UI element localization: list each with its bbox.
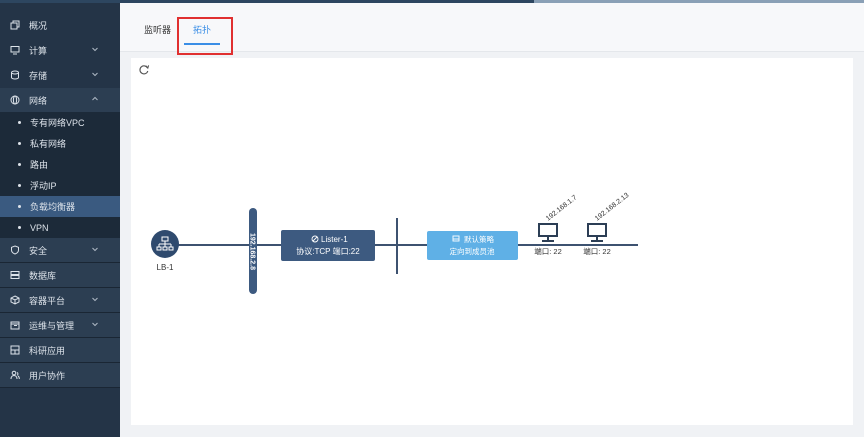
calendar-icon	[10, 320, 20, 330]
active-tab-indicator	[184, 43, 220, 45]
sidebar: 概况 计算 存储 网络 专有网络VPC 私有网络 路由 浮动IP 负载均衡器 V…	[0, 3, 120, 437]
bullet-icon	[18, 226, 21, 229]
sidebar-subitem-label: 浮动IP	[30, 181, 57, 191]
topology-diagram: LB-1 192.168.2.8 Lister-1 协议:TCP 端口:22 默…	[139, 65, 638, 294]
sidebar-item-security[interactable]: 安全	[0, 238, 120, 262]
sidebar-subitem-vpc[interactable]: 专有网络VPC	[0, 112, 120, 133]
member-node-2[interactable]	[587, 223, 607, 242]
top-bar	[0, 0, 864, 3]
member-port-1: 端口: 22	[534, 246, 562, 256]
member-ip-1: 192.168.1.7	[545, 194, 579, 222]
member-node-1[interactable]	[538, 223, 558, 242]
tab-topology[interactable]: 拓扑	[193, 25, 212, 35]
vip-bar[interactable]	[249, 208, 257, 294]
vip-label: 192.168.2.8	[249, 233, 256, 270]
sidebar-subitem-label: VPN	[30, 222, 49, 233]
sidebar-subitem-vpn[interactable]: VPN	[0, 217, 120, 238]
tab-bar: 监听器 拓扑	[120, 3, 864, 55]
sidebar-subitem-private-network[interactable]: 私有网络	[0, 133, 120, 154]
sidebar-item-label: 用户协作	[29, 370, 66, 381]
ban-icon	[311, 235, 319, 243]
sidebar-item-ops-management[interactable]: 运维与管理	[0, 313, 120, 337]
top-bar-accent	[534, 0, 864, 3]
highlight-annotation	[177, 17, 233, 55]
users-icon	[10, 370, 20, 380]
sidebar-item-label: 科研应用	[29, 345, 66, 356]
sidebar-item-storage[interactable]: 存储	[0, 63, 120, 87]
sidebar-subitem-load-balancer[interactable]: 负载均衡器	[0, 196, 120, 217]
sidebar-item-research-apps[interactable]: 科研应用	[0, 338, 120, 362]
lb-label: LB-1	[157, 263, 174, 272]
chevron-up-icon	[92, 96, 98, 101]
monitor-icon	[538, 223, 558, 242]
member-ip-2: 192.168.2.13	[594, 192, 631, 223]
sidebar-item-network[interactable]: 网络	[0, 88, 120, 112]
cube-icon	[10, 295, 20, 305]
monitor-icon	[10, 45, 20, 55]
listener-name: Lister-1	[321, 235, 348, 244]
sidebar-subitem-floating-ip[interactable]: 浮动IP	[0, 175, 120, 196]
sidebar-item-label: 容器平台	[29, 295, 66, 306]
listener-node[interactable]	[281, 230, 375, 261]
bullet-icon	[18, 184, 21, 187]
sidebar-item-compute[interactable]: 计算	[0, 38, 120, 62]
main-content: 监听器 拓扑	[120, 3, 864, 437]
inbox-icon	[452, 235, 460, 242]
refresh-icon[interactable]	[139, 65, 150, 75]
policy-node[interactable]	[427, 231, 518, 260]
app-icon	[10, 345, 20, 355]
sidebar-item-label: 网络	[29, 95, 48, 106]
chevron-down-icon	[92, 247, 98, 252]
chevron-down-icon	[92, 322, 98, 327]
sidebar-item-label: 运维与管理	[29, 320, 75, 331]
sidebar-item-container-platform[interactable]: 容器平台	[0, 288, 120, 312]
lb-node[interactable]	[151, 230, 179, 258]
tab-listeners[interactable]: 监听器	[144, 25, 172, 35]
sidebar-item-label: 安全	[29, 245, 48, 256]
sidebar-item-database[interactable]: 数据库	[0, 263, 120, 287]
copy-icon	[10, 20, 20, 30]
divider	[0, 362, 120, 363]
member-port-2: 端口: 22	[583, 246, 611, 256]
bullet-icon	[18, 205, 21, 208]
chevron-down-icon	[92, 297, 98, 302]
database-icon	[10, 70, 20, 80]
shield-icon	[10, 245, 20, 255]
policy-name: 默认策略	[464, 234, 494, 244]
sidebar-subitem-router[interactable]: 路由	[0, 154, 120, 175]
globe-icon	[10, 95, 20, 105]
server-icon	[10, 270, 20, 280]
sidebar-subitem-label: 专有网络VPC	[30, 118, 85, 128]
sidebar-item-label: 存储	[29, 70, 48, 81]
topology-panel: LB-1 192.168.2.8 Lister-1 协议:TCP 端口:22 默…	[131, 58, 853, 425]
network-icon	[156, 236, 174, 251]
bullet-icon	[18, 142, 21, 145]
sidebar-item-user-collaboration[interactable]: 用户协作	[0, 363, 120, 387]
sidebar-subitem-label: 负载均衡器	[30, 202, 76, 212]
sidebar-item-overview[interactable]: 概况	[0, 13, 120, 37]
listener-detail: 协议:TCP 端口:22	[296, 246, 360, 256]
divider	[0, 262, 120, 263]
policy-detail: 定向到成员池	[450, 246, 495, 256]
chevron-down-icon	[92, 47, 98, 52]
divider	[0, 387, 120, 388]
monitor-icon	[587, 223, 607, 242]
bullet-icon	[18, 121, 21, 124]
divider	[0, 337, 120, 338]
sidebar-item-label: 计算	[29, 45, 48, 56]
sidebar-item-label: 概况	[29, 20, 48, 31]
bullet-icon	[18, 163, 21, 166]
sidebar-subitem-label: 路由	[30, 160, 49, 170]
sidebar-item-label: 数据库	[29, 270, 57, 281]
divider	[0, 312, 120, 313]
sidebar-subitem-label: 私有网络	[30, 139, 67, 149]
chevron-down-icon	[92, 72, 98, 77]
divider	[0, 287, 120, 288]
